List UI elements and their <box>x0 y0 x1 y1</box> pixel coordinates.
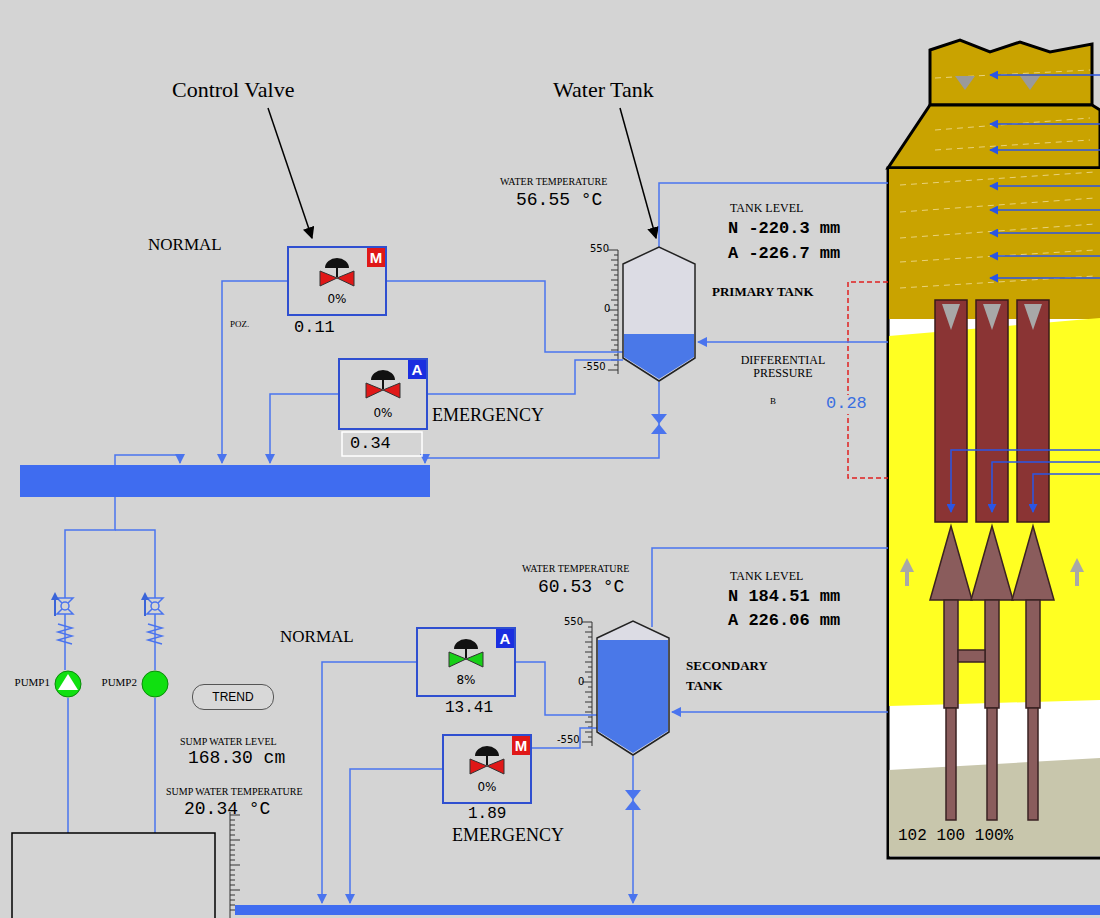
level-value: A 226.06 mm <box>728 612 840 631</box>
level-value: N -220.3 mm <box>728 220 840 239</box>
position-value: 1.89 <box>468 806 506 824</box>
valve-opening: 8% <box>418 673 514 687</box>
scale-number: 550 <box>564 616 583 627</box>
tank-shape <box>596 620 670 756</box>
pump-icon <box>141 670 169 698</box>
callout-label: Water Tank <box>553 78 654 102</box>
valve-role: EMERGENCY <box>432 406 544 426</box>
position-value: 0.11 <box>294 319 335 338</box>
valve-opening: 0% <box>340 406 426 420</box>
control-valve: A 8% <box>416 627 516 697</box>
field-caption: POZ. <box>230 320 249 330</box>
scale-number: -550 <box>583 361 606 372</box>
valve-opening: 0% <box>444 780 530 794</box>
electrode-readout: 102 100 100% <box>898 828 1013 846</box>
pump-name: PUMP1 <box>15 676 50 688</box>
scale-number: 0 <box>604 303 610 314</box>
mode-badge: M <box>512 736 530 755</box>
field-caption: SUMP WATER TEMPERATURE <box>166 786 303 797</box>
field-caption: DIFFERENTIAL PRESSURE <box>718 354 848 380</box>
valve-role: NORMAL <box>148 236 222 255</box>
pump-symbol: PUMP1 <box>54 670 82 698</box>
valve-icon <box>467 744 507 776</box>
temperature-value: 60.53 °C <box>538 578 624 598</box>
mode-badge: M <box>367 248 385 267</box>
pipe-connector <box>387 281 623 352</box>
field-caption: WATER TEMPERATURE <box>500 176 607 187</box>
scale-number: -550 <box>557 734 580 745</box>
button-label: TREND <box>193 685 273 709</box>
position-value: 0.34 <box>350 435 391 454</box>
field-caption: B <box>770 397 776 407</box>
trend-button: TREND <box>192 684 274 710</box>
pump-icon <box>54 670 82 698</box>
pump-symbol: PUMP2 <box>141 670 169 698</box>
control-valve: M 0% <box>287 246 387 316</box>
callout-label: Control Valve <box>172 78 294 102</box>
field-caption: TANK LEVEL <box>730 202 803 215</box>
field-caption: TANK LEVEL <box>730 570 803 583</box>
pressure-value: 0.28 <box>824 395 869 414</box>
valve-role: EMERGENCY <box>452 826 564 846</box>
level-value: A -226.7 mm <box>728 245 840 264</box>
pipe-connector <box>532 728 597 748</box>
control-valve: M 0% <box>442 734 532 804</box>
valve-icon <box>363 368 403 400</box>
pipe-connector <box>428 360 623 394</box>
level-value: N 184.51 mm <box>728 588 840 607</box>
field-caption: WATER TEMPERATURE <box>522 563 629 574</box>
sump-temperature-value: 20.34 °C <box>184 800 270 820</box>
scale-number: 550 <box>590 243 609 254</box>
valve-opening: 0% <box>289 292 385 306</box>
pump-name: PUMP2 <box>102 676 137 688</box>
tank-name: SECONDARY TANK <box>686 656 758 695</box>
valve-icon <box>446 637 486 669</box>
temperature-value: 56.55 °C <box>516 191 602 211</box>
mode-badge: A <box>408 360 426 379</box>
scale-number: 0 <box>578 676 584 687</box>
tank-shape <box>622 246 696 382</box>
sump-level-value: 168.30 cm <box>188 749 285 769</box>
water-tank: PRIMARY TANK <box>622 246 696 382</box>
tank-name: PRIMARY TANK <box>712 282 814 302</box>
valve-role: NORMAL <box>280 628 354 647</box>
water-tank: SECONDARY TANK <box>596 620 670 756</box>
position-value: 13.41 <box>445 700 493 718</box>
mode-badge: A <box>496 629 514 648</box>
pipe-connector <box>516 662 597 715</box>
control-valve: A 0% <box>338 358 428 430</box>
valve-icon <box>317 256 357 288</box>
field-caption: SUMP WATER LEVEL <box>180 736 277 747</box>
